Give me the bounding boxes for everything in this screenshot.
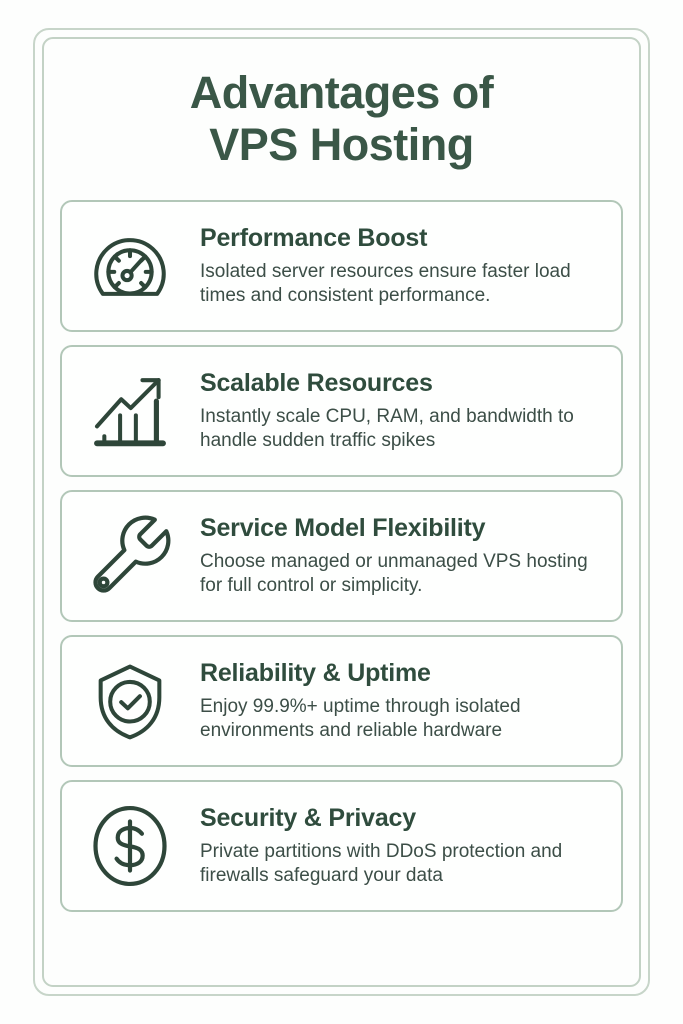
- card-service-model-flexibility: Service Model Flexibility Choose managed…: [60, 490, 623, 623]
- card-text-block: Performance Boost Isolated server resour…: [200, 224, 611, 309]
- dollar-circle-icon: [78, 800, 182, 892]
- card-description: Isolated server resources ensure faster …: [200, 260, 571, 307]
- card-description: Instantly scale CPU, RAM, and bandwidth …: [200, 405, 574, 452]
- card-description: Enjoy 99.9%+ uptime through isolated env…: [200, 695, 521, 742]
- card-text-block: Security & Privacy Private partitions wi…: [200, 804, 611, 889]
- growth-chart-icon: [78, 367, 182, 455]
- card-performance-boost: Performance Boost Isolated server resour…: [60, 200, 623, 333]
- card-description: Private partitions with DDoS protection …: [200, 840, 563, 887]
- page-title-line2: VPS Hosting: [209, 119, 474, 171]
- card-security-privacy: Security & Privacy Private partitions wi…: [60, 780, 623, 913]
- card-title: Scalable Resources: [200, 368, 433, 397]
- card-title: Security & Privacy: [200, 803, 416, 832]
- card-title: Reliability & Uptime: [200, 658, 431, 687]
- card-title: Performance Boost: [200, 223, 428, 252]
- card-text-block: Scalable Resources Instantly scale CPU, …: [200, 369, 611, 454]
- speedometer-icon: [78, 222, 182, 310]
- card-text-block: Reliability & Uptime Enjoy 99.9%+ uptime…: [200, 659, 611, 744]
- card-title: Service Model Flexibility: [200, 513, 486, 542]
- card-text-block: Service Model Flexibility Choose managed…: [200, 514, 611, 599]
- advantage-card-list: Performance Boost Isolated server resour…: [60, 200, 623, 913]
- card-scalable-resources: Scalable Resources Instantly scale CPU, …: [60, 345, 623, 478]
- card-description: Choose managed or unmanaged VPS hosting …: [200, 550, 588, 597]
- shield-check-icon: [78, 657, 182, 745]
- wrench-icon: [78, 510, 182, 602]
- page-title-line1: Advantages of: [189, 67, 494, 118]
- card-reliability-uptime: Reliability & Uptime Enjoy 99.9%+ uptime…: [60, 635, 623, 768]
